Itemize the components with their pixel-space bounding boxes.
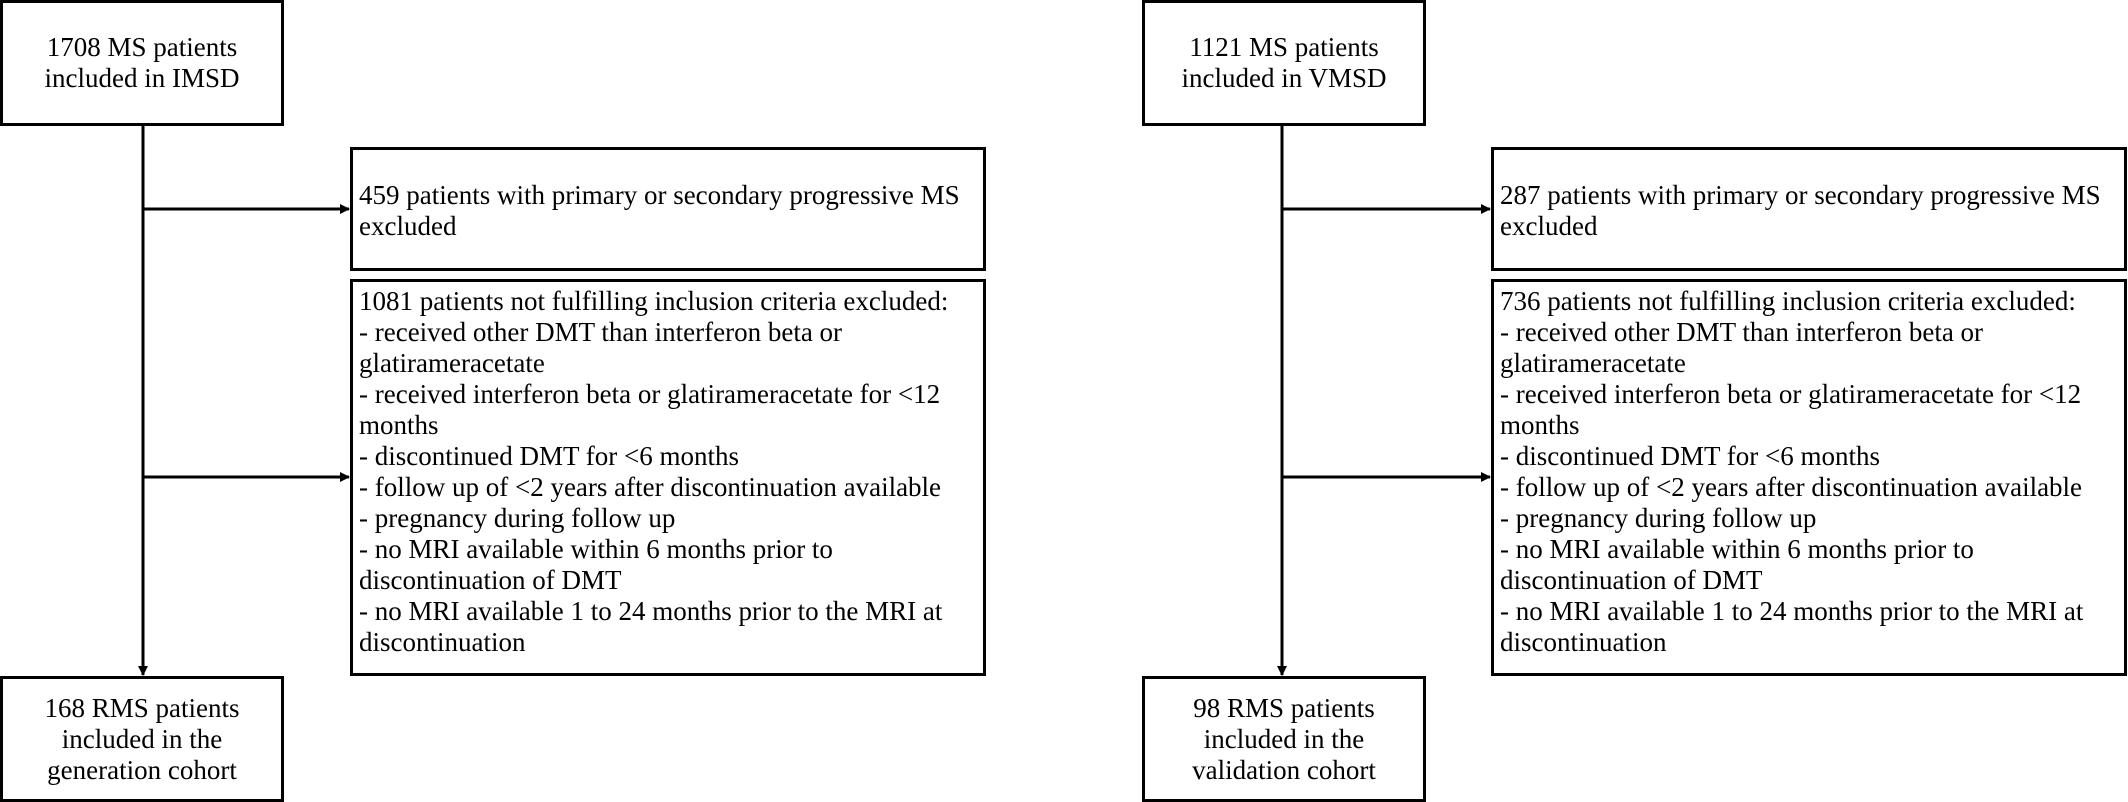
right-criteria-line: - received other DMT than interferon bet… bbox=[1500, 317, 1984, 347]
left-criteria-line: - no MRI available within 6 months prior… bbox=[359, 534, 833, 564]
left-result-line: included in the bbox=[61, 723, 223, 754]
right-source-line: included in VMSD bbox=[1181, 63, 1387, 93]
right-criteria-line: - follow up of <2 years after discontinu… bbox=[1500, 472, 2083, 502]
right-progressive-exclusion-line: excluded bbox=[1500, 211, 1598, 241]
right-progressive-exclusion-line: 287 patients with primary or secondary p… bbox=[1500, 180, 2101, 210]
right-criteria-line: months bbox=[1500, 410, 1580, 440]
left-criteria-line: - received interferon beta or glatiramer… bbox=[359, 379, 941, 409]
right-progressive-exclusion-box: 287 patients with primary or secondary p… bbox=[1491, 147, 2127, 271]
left-progressive-exclusion-line: excluded bbox=[359, 211, 457, 241]
right-result-line: included in the bbox=[1203, 723, 1365, 754]
left-source-box: 1708 MS patients included in IMSD bbox=[0, 0, 284, 126]
right-criteria-line: 736 patients not fulfilling inclusion cr… bbox=[1500, 286, 2076, 316]
left-criteria-line: - discontinued DMT for <6 months bbox=[359, 441, 739, 471]
left-result-box: 168 RMS patients included in the generat… bbox=[0, 676, 284, 802]
left-progressive-exclusion-box: 459 patients with primary or secondary p… bbox=[350, 147, 986, 271]
right-criteria-line: - no MRI available within 6 months prior… bbox=[1500, 534, 1974, 564]
left-progressive-exclusion-line: 459 patients with primary or secondary p… bbox=[359, 180, 960, 210]
right-criteria-line: glatirameracetate bbox=[1500, 348, 1686, 378]
left-criteria-line: glatirameracetate bbox=[359, 348, 545, 378]
left-criteria-line: months bbox=[359, 410, 439, 440]
right-criteria-line: - no MRI available 1 to 24 months prior … bbox=[1500, 596, 2084, 626]
right-criteria-line: discontinuation bbox=[1500, 627, 1667, 657]
right-result-line: validation cohort bbox=[1192, 754, 1376, 785]
left-result-line: 168 RMS patients bbox=[44, 692, 240, 723]
right-source-box: 1121 MS patients included in VMSD bbox=[1142, 0, 1426, 126]
right-criteria-line: - received interferon beta or glatiramer… bbox=[1500, 379, 2082, 409]
left-criteria-exclusion-box: 1081 patients not fulfilling inclusion c… bbox=[350, 279, 986, 676]
right-criteria-line: - discontinued DMT for <6 months bbox=[1500, 441, 1880, 471]
left-criteria-line: discontinuation bbox=[359, 627, 526, 657]
left-source-line: 1708 MS patients bbox=[46, 32, 238, 62]
left-result-line: generation cohort bbox=[47, 754, 237, 785]
left-source-line: included in IMSD bbox=[44, 63, 240, 93]
left-criteria-line: - received other DMT than interferon bet… bbox=[359, 317, 843, 347]
left-criteria-line: - pregnancy during follow up bbox=[359, 503, 676, 533]
right-criteria-line: discontinuation of DMT bbox=[1500, 565, 1763, 595]
right-source-line: 1121 MS patients bbox=[1189, 32, 1379, 62]
right-result-box: 98 RMS patients included in the validati… bbox=[1142, 676, 1426, 802]
right-result-line: 98 RMS patients bbox=[1193, 692, 1375, 723]
right-criteria-exclusion-box: 736 patients not fulfilling inclusion cr… bbox=[1491, 279, 2127, 676]
left-criteria-line: 1081 patients not fulfilling inclusion c… bbox=[359, 286, 949, 316]
left-criteria-line: - follow up of <2 years after discontinu… bbox=[359, 472, 942, 502]
left-criteria-line: - no MRI available 1 to 24 months prior … bbox=[359, 596, 943, 626]
left-criteria-line: discontinuation of DMT bbox=[359, 565, 622, 595]
right-criteria-line: - pregnancy during follow up bbox=[1500, 503, 1817, 533]
